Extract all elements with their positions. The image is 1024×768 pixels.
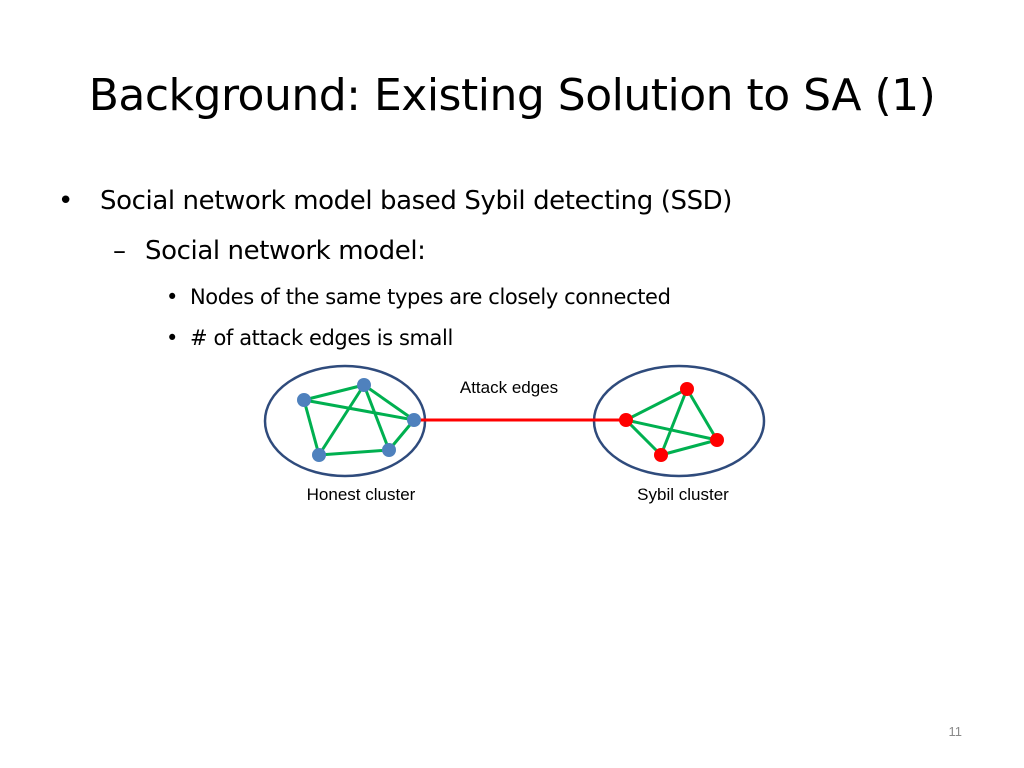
sybil-node	[654, 448, 668, 462]
honest-edges	[302, 383, 416, 457]
sybil-node	[710, 433, 724, 447]
sybil-edge	[660, 438, 718, 457]
sybil-edge	[685, 388, 719, 441]
slide-number: 11	[948, 724, 963, 739]
honest-cluster-label: Honest cluster	[307, 485, 416, 504]
honest-edge	[303, 398, 415, 422]
sybil-edge	[625, 387, 688, 422]
slide-title: Background: Existing Solution to SA (1)	[88, 70, 936, 121]
honest-node	[297, 393, 311, 407]
honest-node	[382, 443, 396, 457]
honest-edge	[363, 383, 415, 422]
honest-nodes	[297, 378, 421, 462]
honest-edge	[362, 384, 391, 451]
honest-edge	[302, 399, 321, 456]
honest-edge	[317, 384, 366, 456]
honest-edge	[303, 383, 365, 402]
honest-edge	[318, 448, 390, 457]
sybil-edge	[659, 388, 689, 456]
honest-node	[357, 378, 371, 392]
sybil-nodes	[619, 382, 724, 462]
sybil-cluster-label: Sybil cluster	[637, 485, 729, 504]
sybil-edges	[624, 387, 719, 457]
attack-edges-label: Attack edges	[460, 378, 558, 397]
honest-cluster-ellipse	[263, 364, 427, 478]
honest-node	[312, 448, 326, 462]
sybil-node	[619, 413, 633, 427]
sybil-edge	[624, 418, 663, 457]
sybil-node	[680, 382, 694, 396]
honest-node	[407, 413, 421, 427]
